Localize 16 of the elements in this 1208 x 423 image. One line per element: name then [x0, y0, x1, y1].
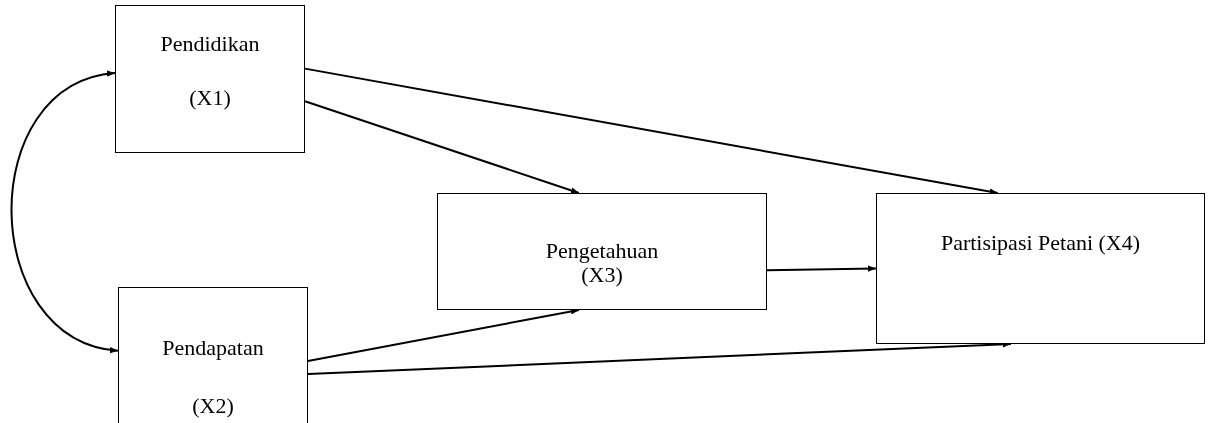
variable-name: Pendapatan [162, 336, 264, 360]
correlation-arrow [10, 71, 119, 353]
variable-box [115, 5, 305, 153]
arrow [307, 308, 580, 362]
variable-code: (X2) [192, 394, 234, 418]
variable-box [118, 287, 308, 423]
arrow [304, 100, 580, 194]
variable-code: (X3) [581, 263, 623, 287]
variable-name: Pendidikan [160, 32, 260, 56]
variable-code: (X1) [189, 86, 231, 110]
variable-box [876, 193, 1205, 344]
arrow [766, 265, 877, 272]
variable-name: Pengetahuan [545, 239, 659, 263]
variable-box [437, 193, 767, 310]
variable-name: Partisipasi Petani (X4) [940, 231, 1141, 255]
arrow [304, 67, 999, 195]
